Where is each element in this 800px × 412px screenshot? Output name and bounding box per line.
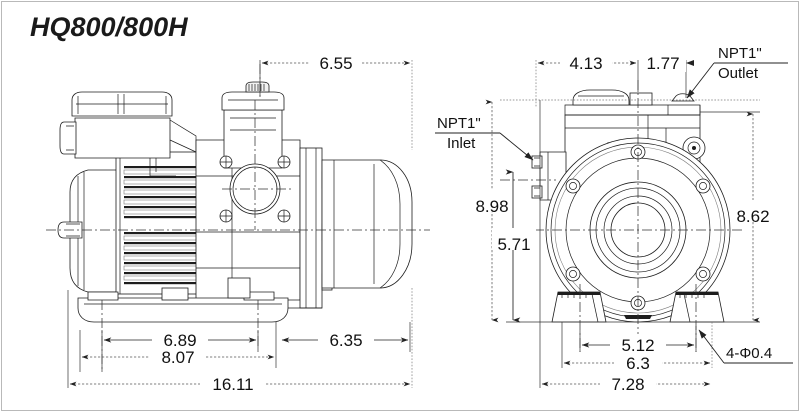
dim-6-89: 6.89 [163, 331, 196, 350]
dim-8-07: 8.07 [161, 348, 194, 367]
outlet-leader [686, 62, 715, 99]
front-foot-right [669, 291, 725, 323]
outlet-callout-line1: NPT1" [718, 45, 762, 62]
outlet-callout-line2: Outlet [718, 65, 759, 82]
motor-front-flange [299, 147, 323, 309]
dim-6-35: 6.35 [329, 331, 362, 350]
foot-pad-left [87, 291, 119, 301]
bolt-hole-callout: 4-Φ0.4 [698, 329, 793, 364]
terminal-box [74, 117, 171, 159]
pressure-switch-cap [221, 91, 285, 111]
base-rib [161, 287, 189, 301]
inlet-callout-line1: NPT1" [437, 115, 481, 132]
dim-5-12: 5.12 [621, 336, 654, 355]
terminal-box-bracket [59, 121, 77, 155]
front-housing-lid [572, 89, 630, 106]
front-foot-left [551, 291, 607, 323]
side-view-dimensions: 6.55 6.89 8.07 6.35 16.11 [67, 52, 413, 394]
bolt-hole-leader [698, 329, 725, 364]
dim-1-77: 1.77 [646, 54, 679, 73]
callout-notes: NPT1" Inlet NPT1" Outlet 4-Φ0.4 [435, 45, 793, 364]
inlet-flange-lug-bottom [531, 185, 543, 199]
mounting-base [77, 297, 289, 323]
outlet-callout: NPT1" Outlet [686, 45, 788, 99]
drain-boss [227, 277, 251, 299]
dim-6-55: 6.55 [319, 54, 352, 73]
dim-6-3: 6.3 [626, 354, 650, 373]
adjust-knob [245, 81, 270, 93]
inlet-leader [499, 132, 534, 161]
inlet-callout: NPT1" Inlet [435, 115, 534, 161]
dim-8-62: 8.62 [736, 207, 769, 226]
flange-bolts [219, 155, 291, 223]
bolt-hole-callout-text: 4-Φ0.4 [726, 345, 772, 362]
dim-5-71: 5.71 [497, 235, 530, 254]
page-title: HQ800/800H [30, 12, 188, 42]
dim-16-11: 16.11 [212, 375, 253, 394]
pressure-switch-housing [223, 109, 283, 169]
dim-8-98: 8.98 [475, 197, 508, 216]
dim-4-13: 4.13 [569, 54, 602, 73]
inlet-callout-line2: Inlet [447, 135, 476, 152]
side-view-drawing [46, 64, 430, 372]
foot-hatch [561, 294, 705, 298]
front-view-dimensions: 4.13 1.77 8.98 5.71 8.62 [470, 52, 776, 394]
dim-7-28: 7.28 [611, 375, 644, 394]
inlet-flange-lug-top [531, 155, 543, 169]
capacitor-housing [321, 159, 413, 289]
knob-knurl [248, 84, 265, 91]
front-view-drawing [500, 80, 760, 352]
